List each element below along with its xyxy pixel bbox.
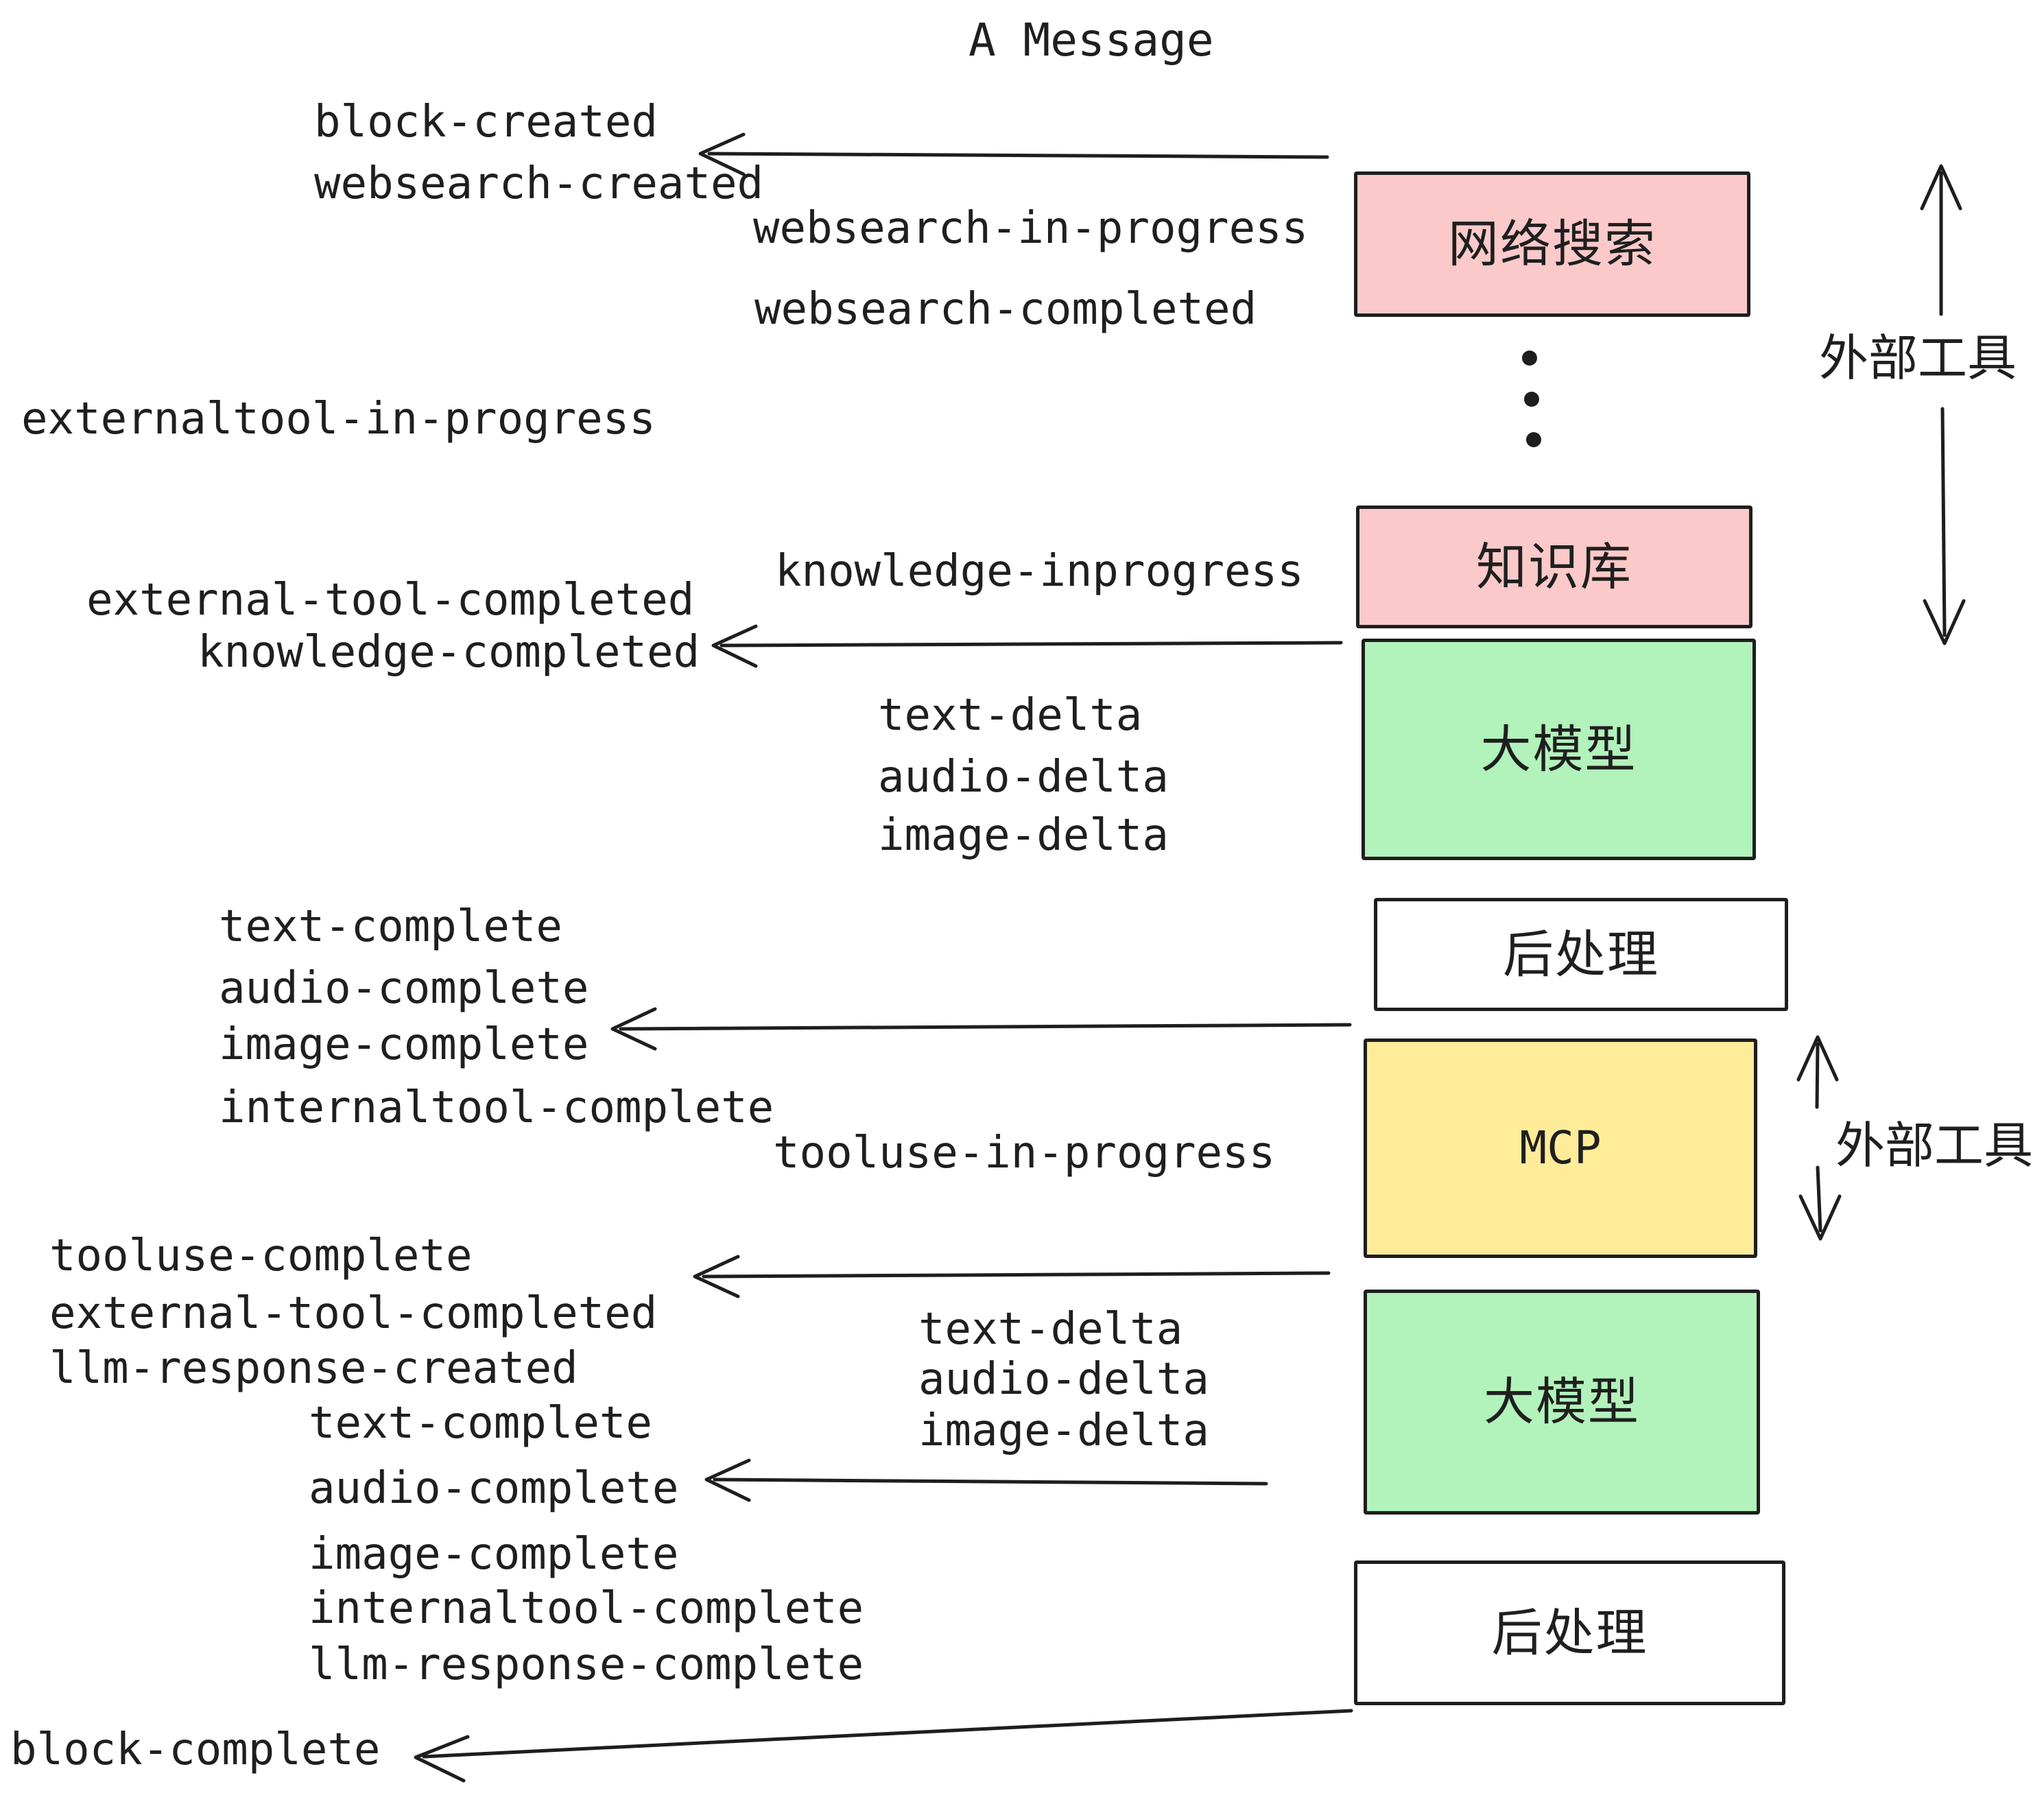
node-postprocess-bottom-label: 后处理 — [1491, 1603, 1648, 1663]
event-label-text-delta-2: text-delta — [918, 1304, 1183, 1355]
event-label-websearch-created: websearch-created — [314, 158, 764, 209]
node-postprocess-bottom: 后处理 — [1354, 1560, 1785, 1705]
event-label-audio-delta: audio-delta — [878, 752, 1169, 803]
event-label-websearch-completed: websearch-completed — [754, 284, 1257, 335]
node-mcp: MCP — [1364, 1039, 1757, 1258]
event-label-block-complete: block-complete — [10, 1724, 381, 1775]
arrow-postprocess-to-image-complete — [610, 1007, 1352, 1051]
node-postprocess-top: 后处理 — [1374, 898, 1788, 1011]
event-label-text-complete: text-complete — [219, 901, 562, 952]
event-label-llm-response-complete: llm-response-complete — [309, 1639, 864, 1690]
event-label-image-delta: image-delta — [878, 810, 1169, 861]
node-knowledge-base-label: 知识库 — [1476, 537, 1632, 597]
event-label-image-delta-2: image-delta — [918, 1405, 1209, 1456]
event-label-external-tool-completed-2: external-tool-completed — [49, 1288, 658, 1339]
event-label-internaltool-complete: internaltool-complete — [219, 1082, 774, 1133]
arrow-postprocess-to-block-complete — [414, 1709, 1353, 1783]
event-label-websearch-in-progress: websearch-in-progress — [753, 203, 1309, 254]
event-label-text-complete-2: text-complete — [309, 1398, 652, 1449]
arrow-mcp-to-tooluse-complete — [693, 1255, 1331, 1298]
node-llm-bottom: 大模型 — [1364, 1290, 1760, 1515]
event-label-llm-response-created: llm-response-created — [49, 1343, 578, 1394]
node-llm-top-label: 大模型 — [1480, 720, 1637, 779]
event-label-audio-complete-2: audio-complete — [309, 1463, 679, 1514]
arrow-llm-to-audio-complete — [704, 1458, 1268, 1502]
arrow-knowledge-to-knowledge-completed — [711, 624, 1343, 668]
event-label-image-complete: image-complete — [219, 1019, 589, 1070]
node-websearch-label: 网络搜索 — [1448, 215, 1656, 274]
event-label-text-delta: text-delta — [878, 690, 1143, 741]
ellipsis-dots — [1522, 351, 1541, 447]
diagram-title: A Message — [968, 14, 1214, 67]
double-arrow-external-tools-top — [1920, 164, 1966, 645]
event-label-internaltool-complete-2: internaltool-complete — [309, 1583, 864, 1634]
event-label-externaltool-in-progress: externaltool-in-progress — [21, 394, 656, 444]
event-label-knowledge-inprogress: knowledge-inprogress — [775, 546, 1304, 597]
event-label-tooluse-in-progress: tooluse-in-progress — [773, 1128, 1276, 1178]
node-knowledge-base: 知识库 — [1356, 506, 1752, 628]
event-label-audio-complete: audio-complete — [219, 963, 589, 1014]
event-label-external-tool-completed: external-tool-completed — [86, 575, 695, 626]
event-label-tooluse-complete: tooluse-complete — [49, 1231, 473, 1281]
double-arrow-external-tools-mcp — [1796, 1035, 1842, 1241]
node-postprocess-top-label: 后处理 — [1503, 925, 1659, 984]
node-llm-bottom-label: 大模型 — [1484, 1373, 1640, 1432]
side-label-external-tools-top: 外部工具 — [1819, 329, 2017, 387]
node-llm-top: 大模型 — [1362, 639, 1756, 860]
node-websearch: 网络搜索 — [1354, 171, 1750, 317]
event-label-block-created: block-created — [314, 97, 658, 147]
arrow-websearch-to-block-created — [698, 132, 1329, 176]
side-label-external-tools-mcp: 外部工具 — [1835, 1117, 2034, 1174]
event-label-audio-delta-2: audio-delta — [918, 1354, 1209, 1405]
event-label-knowledge-completed: knowledge-completed — [198, 627, 700, 678]
node-mcp-label: MCP — [1519, 1121, 1602, 1174]
event-label-image-complete-2: image-complete — [309, 1529, 679, 1580]
